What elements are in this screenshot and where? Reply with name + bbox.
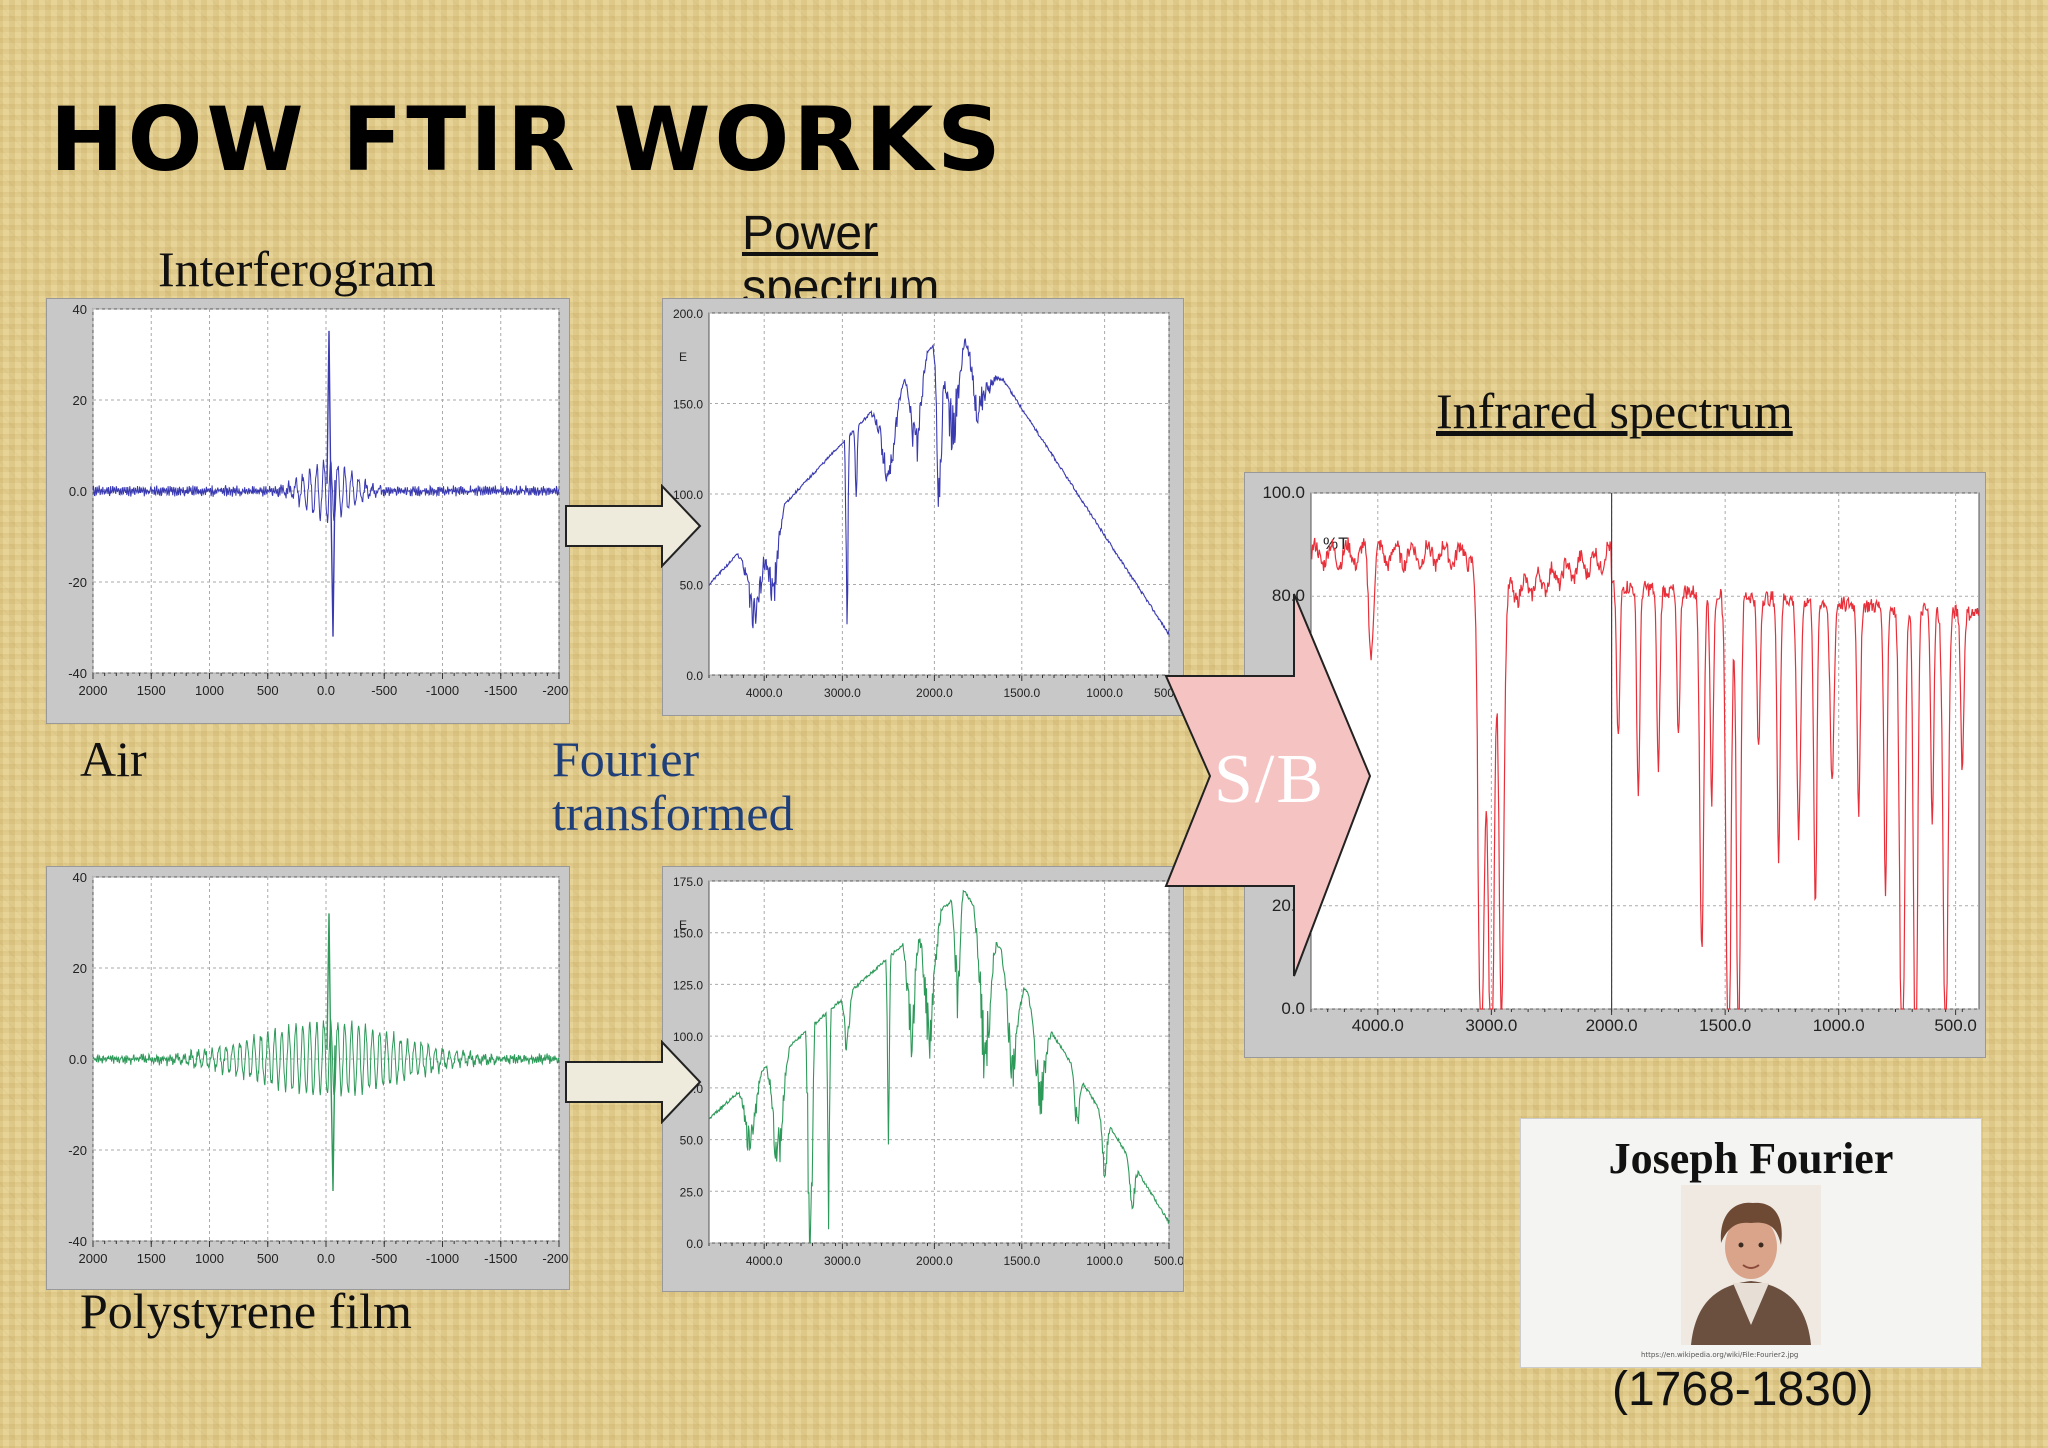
- x-tick-label: -500: [371, 1251, 397, 1266]
- fourier-label-line2: transformed: [552, 785, 794, 841]
- y-tick-label: 150.0: [673, 398, 703, 412]
- x-tick-label: -2000: [542, 1251, 569, 1266]
- y-tick-label: 125.0: [673, 978, 703, 992]
- y-tick-label: 150.0: [673, 927, 703, 941]
- y-axis-label: E: [679, 350, 687, 364]
- x-tick-label: 1000.0: [1086, 686, 1123, 700]
- y-tick-label: 20: [73, 393, 87, 408]
- interferogram-line: [92, 459, 560, 524]
- portrait-years: (1768-1830): [1612, 1363, 1874, 1416]
- interferogram-label: Interferogram: [158, 241, 436, 297]
- x-tick-label: 4000.0: [746, 686, 783, 700]
- x-tick-label: 1500.0: [1003, 686, 1040, 700]
- y-tick-label: -40: [68, 666, 87, 681]
- x-tick-label: 500: [257, 683, 279, 698]
- x-tick-label: 4000.0: [746, 1254, 783, 1268]
- y-tick-label: -20: [68, 1143, 87, 1158]
- x-tick-label: 2000.0: [916, 686, 953, 700]
- y-tick-label: 200.0: [673, 307, 703, 321]
- x-tick-label: -1500: [484, 683, 517, 698]
- power-spectrum-label-line1: Power: [742, 207, 879, 260]
- interferogram-air-chart: 2000 1500 1000 500 0.0 -500 -1000 -1500 -2000 40 2…: [46, 298, 570, 724]
- y-tick-label: 50.0: [680, 1134, 704, 1148]
- y-tick-label: 0.0: [1281, 999, 1305, 1018]
- x-tick-label: 500.0: [1154, 1254, 1183, 1268]
- x-tick-label: 1500.0: [1699, 1016, 1751, 1035]
- x-tick-label: 1000.0: [1086, 1254, 1123, 1268]
- y-tick-label: 50.0: [680, 579, 704, 593]
- x-tick-label: -1000: [426, 683, 459, 698]
- x-tick-label: 3000.0: [824, 686, 861, 700]
- y-tick-label: 175.0: [673, 875, 703, 889]
- infrared-spectrum-label: Infrared spectrum: [1436, 383, 1793, 439]
- arrow-right-icon: [565, 484, 702, 568]
- y-tick-label: -40: [68, 1234, 87, 1249]
- x-tick-label: 1000.0: [1813, 1016, 1865, 1035]
- x-tick-label: 2000.0: [916, 1254, 953, 1268]
- slide-title: HOW FTIR WORKS: [50, 88, 1005, 191]
- fourier-label-line1: Fourier: [552, 731, 700, 787]
- x-tick-label: -1500: [484, 1251, 517, 1266]
- x-tick-label: 4000.0: [1352, 1016, 1404, 1035]
- y-axis-label: E: [679, 918, 687, 932]
- interferogram-polystyrene-svg: 2000 1500 1000 500 0.0 -500 -1000 -1500 -2000 40 2…: [68, 870, 569, 1266]
- x-tick-label: 500.0: [1934, 1016, 1977, 1035]
- y-tick-label: 40: [73, 870, 87, 885]
- x-tick-label: 0.0: [317, 683, 335, 698]
- x-tick-label: 1500: [137, 683, 166, 698]
- power-spectrum-line: [708, 889, 1170, 1244]
- y-tick-label: 100.0: [1262, 483, 1305, 502]
- portrait-name: Joseph Fourier: [1608, 1134, 1894, 1183]
- sb-arrow-icon: [1164, 593, 1372, 977]
- power-spectrum-line: [708, 338, 1170, 636]
- infrared-spectrum-svg: 4000.0 3000.0 2000.0 1500.0 1000.0 500.0 100.0…: [1262, 483, 1980, 1035]
- arrow-right-icon: [565, 1040, 702, 1124]
- power-spectrum-polystyrene-svg: 4000.0 3000.0 2000.0 1500.0 1000.0 500.0 175.0…: [673, 875, 1183, 1268]
- y-tick-label: 100.0: [673, 488, 703, 502]
- air-label: Air: [80, 731, 147, 787]
- power-spectrum-polystyrene-chart: 4000.0 3000.0 2000.0 1500.0 1000.0 500.0 175.0…: [662, 866, 1184, 1292]
- plot-area: [708, 880, 1170, 1244]
- x-tick-label: 500: [257, 1251, 279, 1266]
- y-tick-label: 25.0: [680, 1185, 704, 1199]
- infrared-spectrum-chart: 4000.0 3000.0 2000.0 1500.0 1000.0 500.0 100.0…: [1244, 472, 1986, 1058]
- sb-label: S/B: [1214, 741, 1326, 818]
- y-tick-label: 0.0: [69, 1052, 87, 1067]
- y-tick-label: 0.0: [69, 484, 87, 499]
- x-tick-label: 2000.0: [1586, 1016, 1638, 1035]
- x-tick-label: 1000: [195, 1251, 224, 1266]
- x-tick-label: -500: [371, 683, 397, 698]
- interferogram-line: [92, 1019, 560, 1097]
- interferogram-air-svg: 2000 1500 1000 500 0.0 -500 -1000 -1500 -2000 40 2…: [68, 302, 569, 698]
- y-tick-label: 40: [73, 302, 87, 317]
- x-tick-label: 3000.0: [824, 1254, 861, 1268]
- y-tick-label: -20: [68, 575, 87, 590]
- polystyrene-label: Polystyrene film: [80, 1283, 412, 1339]
- plot-area: [1310, 492, 1980, 1010]
- x-tick-label: 1500: [137, 1251, 166, 1266]
- x-tick-label: 1500.0: [1003, 1254, 1040, 1268]
- x-tick-label: 2000: [79, 683, 108, 698]
- centerburst-spike: [326, 913, 336, 1191]
- x-tick-label: 2000: [79, 1251, 108, 1266]
- y-tick-label: 0.0: [686, 1237, 703, 1251]
- y-tick-label: 20: [73, 961, 87, 976]
- y-tick-label: 100.0: [673, 1030, 703, 1044]
- x-tick-label: 1000: [195, 683, 224, 698]
- x-tick-label: 0.0: [317, 1251, 335, 1266]
- x-tick-label: -1000: [426, 1251, 459, 1266]
- x-tick-label: -2000: [542, 683, 569, 698]
- joseph-fourier-card: Joseph Fourier https://en.wikipedia.org/…: [1520, 1118, 1982, 1368]
- portrait-icon: [1681, 1185, 1821, 1345]
- ir-spectrum-line: [1310, 537, 1980, 1010]
- interferogram-polystyrene-chart: 2000 1500 1000 500 0.0 -500 -1000 -1500 -2000 40 2…: [46, 866, 570, 1290]
- centerburst-spike: [326, 330, 336, 637]
- x-tick-label: 3000.0: [1465, 1016, 1517, 1035]
- y-tick-label: 0.0: [686, 669, 703, 683]
- portrait-caption: https://en.wikipedia.org/wiki/File:Fouri…: [1641, 1351, 1799, 1359]
